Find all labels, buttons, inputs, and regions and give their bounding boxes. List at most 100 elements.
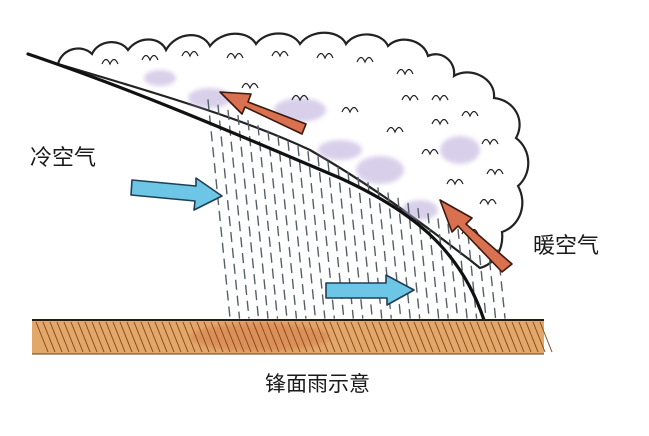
cloud-curl xyxy=(401,94,419,102)
rain-streak xyxy=(437,218,449,319)
cold-air-arrow-bottom xyxy=(325,274,415,306)
cloud-curl xyxy=(446,178,464,186)
cloud-mass xyxy=(56,31,530,270)
cloud-curl xyxy=(271,50,289,58)
ground-hatch-line xyxy=(203,321,217,353)
ground-hatch-line xyxy=(112,321,126,353)
warm-air-arrow-lower xyxy=(439,199,513,273)
ground-hatch-line xyxy=(378,321,392,353)
cloud-curl xyxy=(226,52,244,60)
cloud-curl xyxy=(481,138,499,146)
rain-streak xyxy=(497,249,506,319)
rain-streak xyxy=(447,223,459,319)
cloud-curl xyxy=(316,52,334,60)
cloud-curl xyxy=(141,54,159,62)
ground-hatch-line xyxy=(308,321,322,353)
ground-hatch-line xyxy=(336,321,350,353)
ground-hatch-line xyxy=(406,321,420,353)
ground-hatch-line xyxy=(231,321,245,353)
cloud-curl xyxy=(479,198,497,206)
ground-hatch-line xyxy=(63,321,77,353)
ground-hatch-line xyxy=(182,321,196,353)
ground-hatch-line xyxy=(476,321,490,353)
frontal-surface-line xyxy=(26,52,486,322)
ground-hatch-line xyxy=(385,321,399,353)
rain-streak xyxy=(407,202,421,319)
warm-air-arrow-upper xyxy=(219,91,307,135)
rain-streak xyxy=(207,99,231,319)
cloud-curl xyxy=(241,82,259,90)
ground-hatch-line xyxy=(371,321,385,353)
cloud-curl xyxy=(431,118,449,126)
diagram-caption: 锋面雨示意 xyxy=(265,372,370,396)
rain-streak xyxy=(307,151,326,319)
ground-hatch-line xyxy=(497,321,511,353)
cold-air-arrow-left xyxy=(130,177,223,211)
rain-streak xyxy=(377,187,392,319)
cloud-shade-blob xyxy=(402,200,438,220)
rain-streak xyxy=(227,109,250,319)
arrow-up-left-icon xyxy=(219,91,307,135)
cloud-curl xyxy=(396,68,414,76)
cloud-shade-blob xyxy=(356,156,404,184)
cloud-shade-blob xyxy=(440,136,480,164)
rain-streak xyxy=(267,130,288,319)
ground-hatch-line xyxy=(119,321,133,353)
cloud-curl xyxy=(341,106,359,114)
rain-streak xyxy=(237,114,260,319)
ground-hatch-line xyxy=(343,321,357,353)
rain-streak xyxy=(427,213,440,319)
ground-hatching xyxy=(35,321,553,353)
rain-streak xyxy=(347,171,364,319)
rain-streak xyxy=(487,244,497,319)
ground-hatch-line xyxy=(161,321,175,353)
ground-hatch-line xyxy=(84,321,98,353)
ground-hatch-line xyxy=(126,321,140,353)
ground-hatch-line xyxy=(70,321,84,353)
arrow-up-left-icon xyxy=(439,199,513,273)
cloud-curl xyxy=(421,148,439,156)
arrow-right-icon xyxy=(325,274,415,306)
rain-streak xyxy=(247,119,269,319)
ground-hatch-line xyxy=(350,321,364,353)
ground-hatch-line xyxy=(245,321,259,353)
ground-hatch-line xyxy=(168,321,182,353)
cloud-curl xyxy=(356,56,374,64)
ground xyxy=(32,319,553,355)
ground-hatch-line xyxy=(49,321,63,353)
ground-hatch-line xyxy=(364,321,378,353)
ground-hatch-line xyxy=(259,321,273,353)
rain-streak xyxy=(287,140,307,319)
ground-hatch-line xyxy=(133,321,147,353)
ground-hatch-line xyxy=(217,321,231,353)
ground-hatch-line xyxy=(462,321,476,353)
ground-hatch-line xyxy=(35,321,49,353)
ground-stain xyxy=(190,323,330,351)
cloud-curl xyxy=(101,58,119,66)
ground-hatch-line xyxy=(280,321,294,353)
ground-hatch-line xyxy=(469,321,483,353)
ground-hatch-line xyxy=(42,321,56,353)
rain-streak xyxy=(397,197,411,319)
ground-hatch-line xyxy=(532,321,546,353)
ground-hatch-line xyxy=(238,321,252,353)
cold-air-label: 冷空气 xyxy=(30,146,97,171)
cloud-curl xyxy=(291,94,309,102)
ground-hatch-line xyxy=(56,321,70,353)
ground-hatch-line xyxy=(105,321,119,353)
ground-hatch-line xyxy=(455,321,469,353)
ground-hatch-line xyxy=(140,321,154,353)
ground-hatch-line xyxy=(315,321,329,353)
rain-streak xyxy=(297,145,317,319)
ground-hatch-line xyxy=(504,321,518,353)
rain-streak xyxy=(477,238,487,319)
rain-streak xyxy=(217,104,241,319)
ground-hatch-line xyxy=(329,321,343,353)
ground-hatch-line xyxy=(434,321,448,353)
rain-streak xyxy=(277,135,298,319)
ground-hatch-line xyxy=(518,321,532,353)
ground-hatch-line xyxy=(301,321,315,353)
ground-hatch-line xyxy=(210,321,224,353)
cloud-curl xyxy=(431,94,449,102)
ground-hatch-line xyxy=(154,321,168,353)
